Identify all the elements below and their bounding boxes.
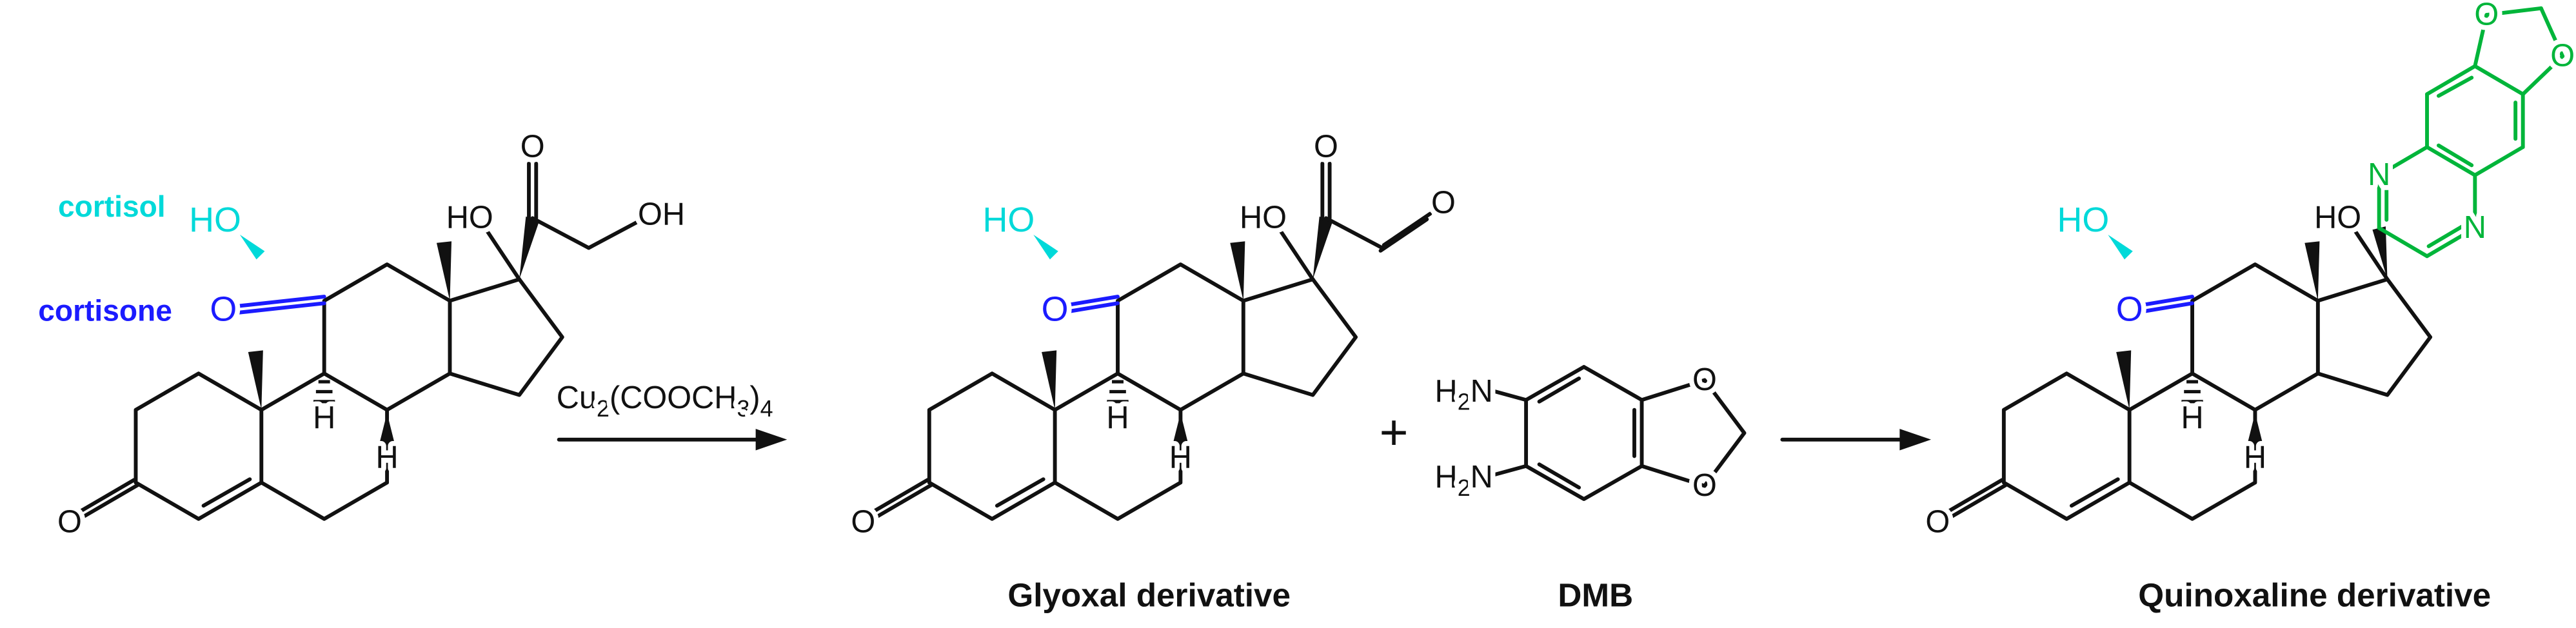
steroid-skeleton: [1925, 201, 2430, 540]
plus-sign: +: [1380, 405, 1409, 460]
arrow-head-icon: [1899, 429, 1932, 451]
dioxole-o-label: O: [1692, 362, 1717, 397]
keto-o-label: O: [2116, 289, 2143, 328]
cortisone-label: cortisone: [38, 293, 172, 327]
structure-glyoxal-derivative: O O O Glyoxal derivative: [851, 124, 1461, 618]
quinoxaline-ring-system: N N O O: [2363, 0, 2576, 259]
aldehyde-o-label: O: [1431, 186, 1456, 221]
reaction-step-1: Cu2(COOCH3)4: [551, 375, 788, 451]
nitrogen-label: N: [2464, 210, 2486, 245]
cortisol-label: cortisol: [58, 190, 166, 223]
dioxole-o-label: O: [1692, 468, 1717, 503]
reagent-label: Cu2(COOCH3)4: [557, 380, 773, 422]
steroid-skeleton: [57, 201, 562, 540]
nitrogen-label: N: [2368, 157, 2390, 192]
dioxole-o-label: O: [2550, 39, 2575, 74]
structure-quinoxaline-derivative: O N N O: [1925, 0, 2576, 618]
structure-cortisol-cortisone: O OH O cortisol cortisone: [34, 124, 690, 540]
dmb-label: DMB: [1558, 577, 1633, 614]
dioxole-o-label: O: [2474, 0, 2499, 32]
cortisone-o-label: O: [210, 289, 237, 328]
amine-h2n-label: H2N: [1435, 374, 1493, 415]
glyoxal-derivative-label: Glyoxal derivative: [1007, 577, 1291, 614]
carbonyl-o-label: O: [520, 129, 545, 164]
quinoxaline-derivative-label: Quinoxaline derivative: [2138, 577, 2491, 614]
structure-dmb: O O H2N H2N DMB: [1430, 357, 1747, 618]
amine-h2n-label: H2N: [1435, 460, 1493, 501]
keto-o-label: O: [1042, 289, 1069, 328]
arrow-head-icon: [755, 429, 788, 451]
hydroxyl-oh-label: OH: [638, 197, 685, 232]
steroid-skeleton: [851, 201, 1356, 540]
reaction-arrow-2: [1780, 429, 1932, 451]
carbonyl-o-label: O: [1314, 129, 1338, 164]
